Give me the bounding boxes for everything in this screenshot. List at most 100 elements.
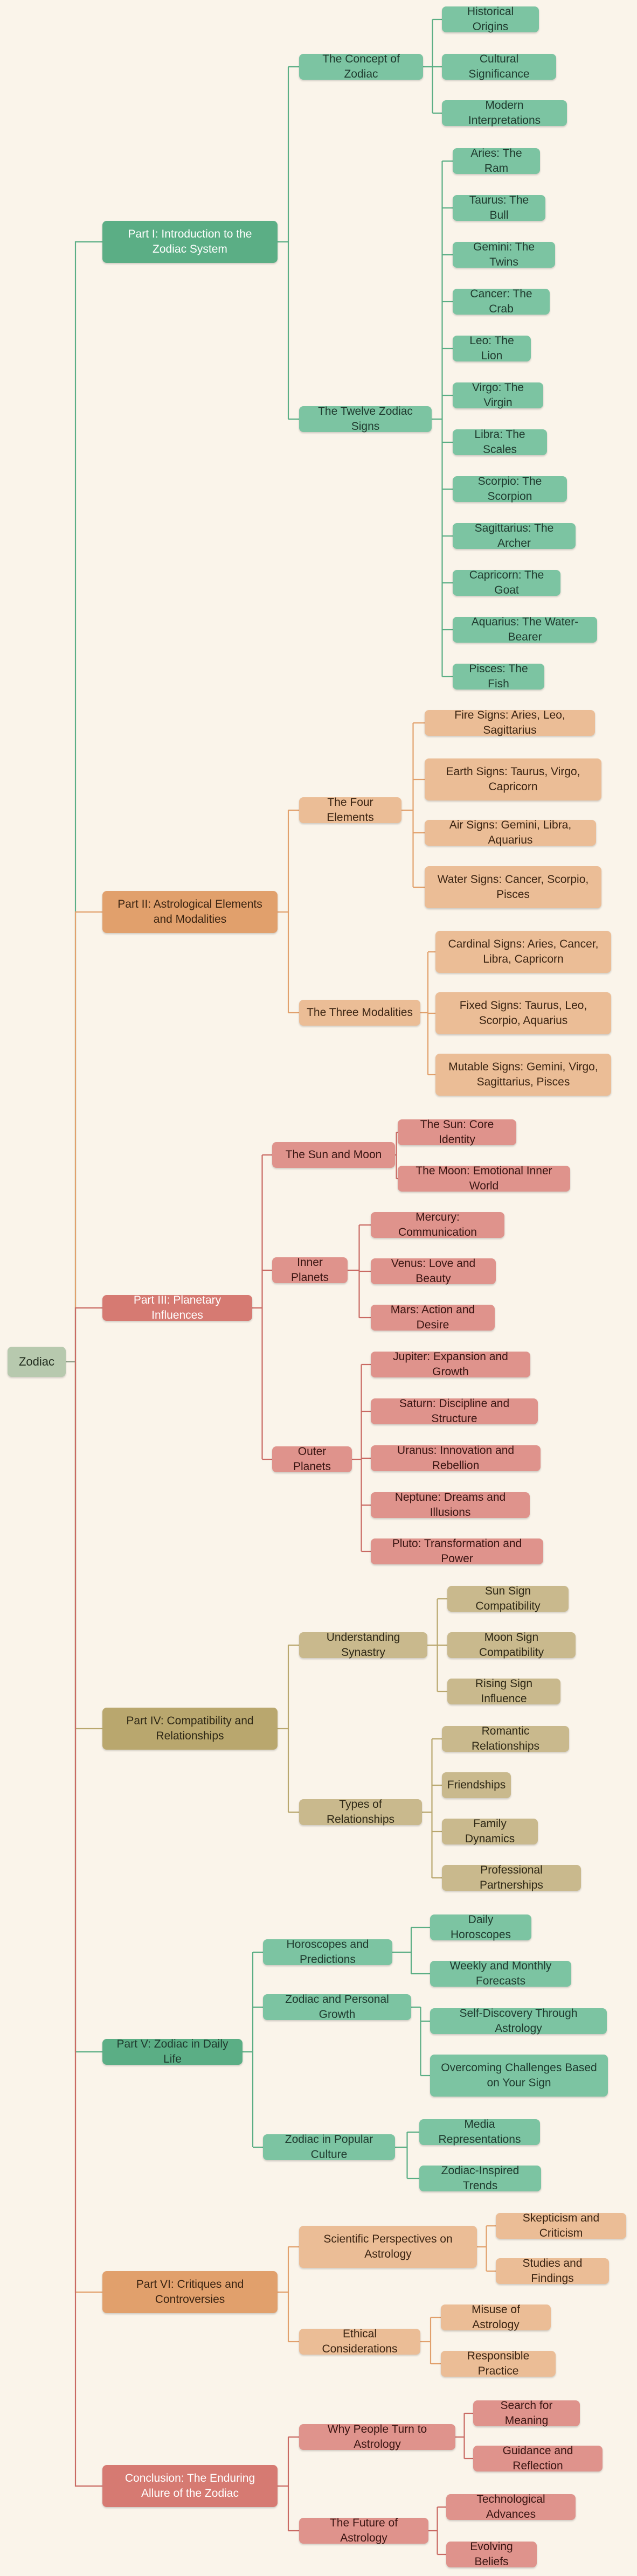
leaf-node[interactable]: The Moon: Emotional Inner World <box>398 1165 570 1192</box>
leaf-connector <box>427 1598 447 1693</box>
leaf-node[interactable]: Romantic Relationships <box>442 1725 569 1752</box>
leaf-node[interactable]: Weekly and Monthly Forecasts <box>430 1960 571 1987</box>
leaf-node[interactable]: Family Dynamics <box>442 1818 538 1845</box>
sub-node[interactable]: The Future of Astrology <box>299 2517 428 2544</box>
leaf-node[interactable]: Aquarius: The Water-Bearer <box>453 616 597 643</box>
leaf-node[interactable]: Pisces: The Fish <box>453 663 544 690</box>
leaf-node[interactable]: Uranus: Innovation and Rebellion <box>371 1444 541 1472</box>
sub-connector <box>252 1154 272 1460</box>
branch-node[interactable]: Part V: Zodiac in Daily Life <box>102 2038 243 2065</box>
leaf-connector <box>395 1131 398 1180</box>
branch-node[interactable]: Part II: Astrological Elements and Modal… <box>102 891 278 933</box>
leaf-node[interactable]: The Sun: Core Identity <box>398 1118 516 1146</box>
leaf-connector <box>432 160 453 678</box>
leaf-node[interactable]: Virgo: The Virgin <box>453 381 543 409</box>
leaf-node[interactable]: Gemini: The Twins <box>453 241 555 268</box>
leaf-node[interactable]: Daily Horoscopes <box>430 1913 531 1941</box>
leaf-connector <box>352 1363 371 1552</box>
leaf-node[interactable]: Libra: The Scales <box>453 428 547 456</box>
sub-node[interactable]: Outer Planets <box>272 1445 352 1473</box>
branch-node[interactable]: Part III: Planetary Influences <box>102 1294 252 1321</box>
leaf-connector <box>401 722 425 888</box>
root-node[interactable]: Zodiac <box>8 1347 66 1377</box>
sub-connector <box>278 2246 299 2343</box>
sub-connector <box>278 66 299 420</box>
leaf-node[interactable]: Scorpio: The Scorpion <box>453 475 567 503</box>
leaf-connector <box>422 1738 442 1879</box>
leaf-node[interactable]: Professional Partnerships <box>442 1864 581 1891</box>
leaf-connector <box>455 2412 473 2460</box>
branch-node[interactable]: Part IV: Compatibility and Relationships <box>102 1708 278 1750</box>
leaf-node[interactable]: Water Signs: Cancer, Scorpio, Pisces <box>425 866 601 908</box>
leaf-node[interactable]: Historical Origins <box>442 5 539 33</box>
leaf-connector <box>428 2506 446 2556</box>
leaf-node[interactable]: Neptune: Dreams and Illusions <box>371 1491 530 1519</box>
branch-node[interactable]: Part I: Introduction to the Zodiac Syste… <box>102 221 278 263</box>
leaf-node[interactable]: Aries: The Ram <box>453 147 540 175</box>
leaf-node[interactable]: Skepticism and Criticism <box>496 2212 626 2239</box>
leaf-node[interactable]: Leo: The Lion <box>453 335 531 362</box>
sub-node[interactable]: Scientific Perspectives on Astrology <box>299 2226 477 2268</box>
sub-node[interactable]: Ethical Considerations <box>299 2328 420 2355</box>
leaf-node[interactable]: Jupiter: Expansion and Growth <box>371 1350 530 1378</box>
leaf-node[interactable]: Evolving Beliefs <box>446 2540 537 2568</box>
sub-node[interactable]: Inner Planets <box>272 1256 348 1284</box>
leaf-node[interactable]: Earth Signs: Taurus, Virgo, Capricorn <box>425 758 601 800</box>
leaf-node[interactable]: Misuse of Astrology <box>441 2303 551 2331</box>
sub-node[interactable]: The Sun and Moon <box>272 1142 395 1168</box>
branch-connector <box>74 1362 102 2293</box>
leaf-node[interactable]: Sagittarius: The Archer <box>453 522 576 549</box>
leaf-node[interactable]: Fire Signs: Aries, Leo, Sagittarius <box>425 709 595 736</box>
branch-connector <box>74 241 102 1362</box>
sub-connector <box>243 1951 263 2148</box>
sub-node[interactable]: The Three Modalities <box>299 1000 420 1026</box>
leaf-node[interactable]: Rising Sign Influence <box>447 1677 560 1705</box>
sub-node[interactable]: Zodiac and Personal Growth <box>263 1993 411 2021</box>
sub-node[interactable]: The Twelve Zodiac Signs <box>299 405 432 433</box>
leaf-node[interactable]: Guidance and Reflection <box>473 2445 603 2472</box>
branch-connector <box>74 1307 102 1362</box>
leaf-node[interactable]: Pluto: Transformation and Power <box>371 1537 543 1565</box>
leaf-connector <box>411 2006 430 2077</box>
leaf-connector <box>348 1224 371 1319</box>
leaf-node[interactable]: Mars: Action and Desire <box>371 1304 495 1331</box>
leaf-node[interactable]: Taurus: The Bull <box>453 194 545 221</box>
leaf-node[interactable]: Moon Sign Compatibility <box>447 1631 576 1659</box>
leaf-connector <box>423 18 442 114</box>
leaf-node[interactable]: Friendships <box>442 1772 511 1798</box>
branch-connector <box>74 1362 102 1730</box>
leaf-node[interactable]: Cancer: The Crab <box>453 288 550 315</box>
leaf-connector <box>420 951 435 1076</box>
branch-connector <box>74 1362 102 2487</box>
sub-node[interactable]: Why People Turn to Astrology <box>299 2423 455 2450</box>
leaf-node[interactable]: Cardinal Signs: Aries, Cancer, Libra, Ca… <box>435 931 611 973</box>
leaf-node[interactable]: Venus: Love and Beauty <box>371 1257 496 1285</box>
leaf-node[interactable]: Fixed Signs: Taurus, Leo, Scorpio, Aquar… <box>435 992 611 1034</box>
leaf-node[interactable]: Self-Discovery Through Astrology <box>430 2007 607 2035</box>
sub-node[interactable]: The Concept of Zodiac <box>299 53 423 80</box>
leaf-node[interactable]: Responsible Practice <box>441 2350 556 2377</box>
leaf-connector <box>420 2316 441 2365</box>
sub-node[interactable]: Types of Relationships <box>299 1798 422 1826</box>
leaf-node[interactable]: Overcoming Challenges Based on Your Sign <box>430 2055 608 2097</box>
leaf-node[interactable]: Air Signs: Gemini, Libra, Aquarius <box>425 819 596 846</box>
leaf-node[interactable]: Search for Meaning <box>473 2399 580 2427</box>
sub-node[interactable]: The Four Elements <box>299 796 401 824</box>
leaf-node[interactable]: Capricorn: The Goat <box>453 569 560 596</box>
sub-node[interactable]: Horoscopes and Predictions <box>263 1938 392 1966</box>
leaf-node[interactable]: Media Representations <box>419 2118 540 2146</box>
leaf-node[interactable]: Cultural Significance <box>442 53 556 80</box>
leaf-node[interactable]: Sun Sign Compatibility <box>447 1585 569 1612</box>
leaf-node[interactable]: Saturn: Discipline and Structure <box>371 1397 538 1425</box>
sub-node[interactable]: Understanding Synastry <box>299 1631 427 1659</box>
sub-node[interactable]: Zodiac in Popular Culture <box>263 2133 395 2161</box>
leaf-node[interactable]: Zodiac-Inspired Trends <box>419 2164 541 2192</box>
leaf-node[interactable]: Mutable Signs: Gemini, Virgo, Sagittariu… <box>435 1054 611 1096</box>
leaf-node[interactable]: Technological Advances <box>446 2493 576 2521</box>
leaf-node[interactable]: Studies and Findings <box>496 2257 609 2285</box>
leaf-node[interactable]: Mercury: Communication <box>371 1211 504 1238</box>
branch-node[interactable]: Part VI: Critiques and Controversies <box>102 2271 278 2313</box>
leaf-node[interactable]: Modern Interpretations <box>442 99 567 127</box>
branch-node[interactable]: Conclusion: The Enduring Allure of the Z… <box>102 2465 278 2507</box>
